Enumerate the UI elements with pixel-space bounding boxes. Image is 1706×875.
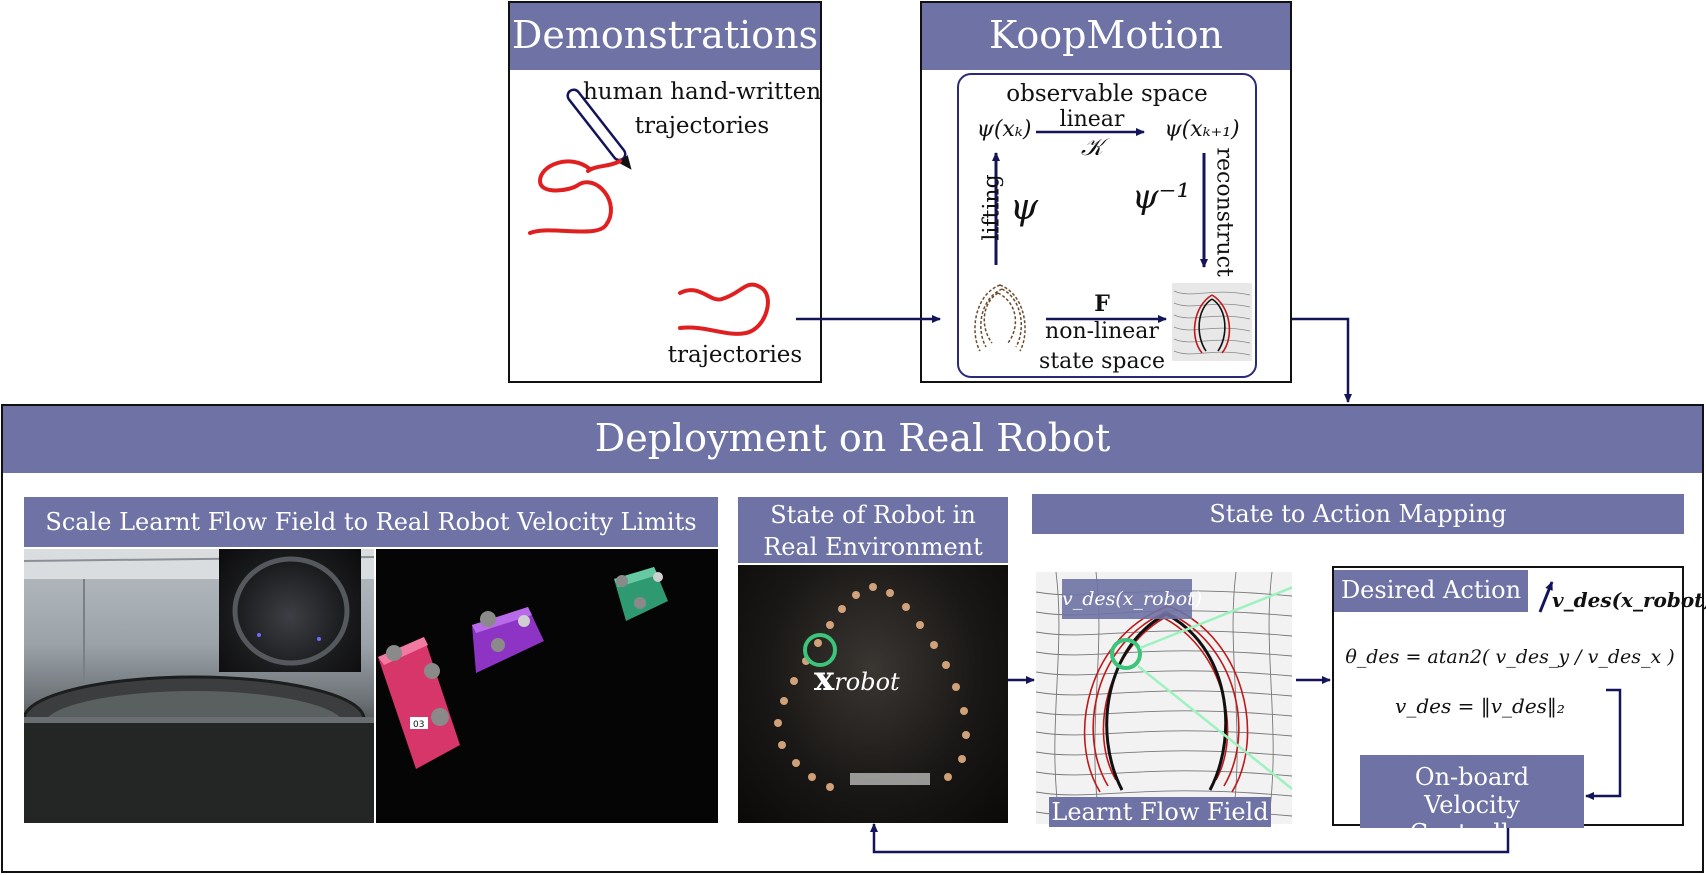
robot-tag: 03 [413,720,424,730]
koopmotion-title: KoopMotion [922,3,1290,70]
x-robot-subscript: robot [834,668,900,696]
deployment-title: Deployment on Real Robot [3,406,1702,473]
koopman-inner-box [957,73,1257,378]
arrow-koop-to-deploy [1292,317,1352,403]
demonstrations-panel: Demonstrations human hand-written trajec… [508,1,822,383]
flow-position-marker [1110,638,1142,670]
pen-icon [566,88,632,170]
demonstration-shapes [974,284,1026,352]
theta-equation: θ_des = atan2( v_des_y / v_des_x ) [1345,646,1675,668]
state-title: State of Robot in Real Environment [738,497,1008,563]
velocity-controller: On-board Velocity Controller [1360,755,1584,847]
x-robot-symbol: x [814,659,835,699]
robot-green [614,567,668,621]
nonlinear-label: non-linear [1045,319,1159,344]
trajectory-lights [774,583,970,791]
learnt-flow-field-label: Learnt Flow Field [1049,797,1271,827]
scale-title: Scale Learnt Flow Field to Real Robot Ve… [24,497,718,547]
v-equation: v_des = ‖v_des‖₂ [1395,694,1565,718]
x-robot-label: xrobot [814,659,900,699]
handwritten-label-2: trajectories [634,113,770,139]
desired-action-title: Desired Action [1334,570,1528,612]
lifting-label: lifting [979,174,1005,241]
lab-tank-photo [24,549,374,823]
dark-tank-inset [219,549,361,672]
state-space-label: state space [1039,349,1165,374]
handwritten-label-1: human hand-written [582,79,822,105]
trajectory-curve [678,282,770,336]
v-des-flow-label: v_des(x_robot) [1062,579,1202,619]
v-des-action-label: v_des(x_robot) [1552,588,1706,612]
mapping-title: State to Action Mapping [1032,494,1684,534]
handwritten-trajectory [528,159,613,235]
demonstrations-title: Demonstrations [510,3,820,70]
robots-render: 03 [376,549,718,823]
psi-xk-label: ψ(xₖ) [976,117,1032,142]
controller-line-2: Velocity Controller [1409,791,1535,847]
robot-pink [378,637,460,769]
robot-position-marker [803,633,837,667]
psi-inverse-label: ψ⁻¹ [1131,177,1191,217]
flow-field-thumbnail [1172,283,1252,361]
trajectories-label: trajectories [667,342,803,368]
koopmotion-panel: KoopMotion [920,1,1292,383]
psi-label: ψ [1009,187,1039,228]
robot-environment-photo: xrobot [738,565,1008,823]
koopman-diagram [974,128,1252,361]
F-label: F [1094,291,1110,317]
psi-xk1-label: ψ(xₖ₊₁) [1164,117,1240,142]
koopman-operator: 𝒦 [1080,133,1104,161]
observable-space-label: observable space [1006,81,1208,107]
reconstruct-label: reconstruct [1211,147,1237,277]
demonstrations-drawing [528,88,770,336]
robot-purple [472,607,544,673]
controller-line-1: On-board [1414,763,1530,791]
linear-label: linear [1059,107,1125,132]
